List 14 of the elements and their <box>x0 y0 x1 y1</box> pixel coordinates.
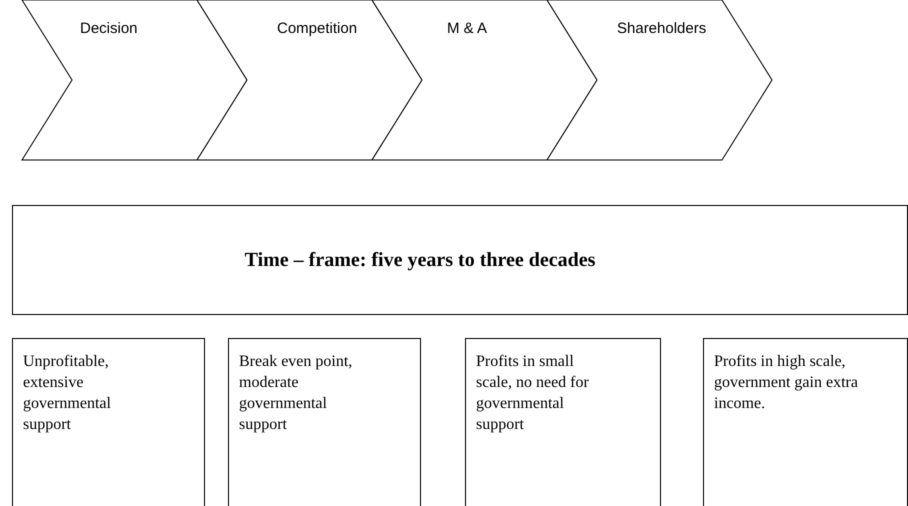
stage-description: Profits in high scale, government gain extra income. <box>714 352 859 414</box>
step-label: Shareholders <box>617 20 706 37</box>
stage-box <box>12 338 205 506</box>
stage-box <box>465 338 661 506</box>
timeframe-text: Time – frame: five years to three decades <box>244 248 596 272</box>
step-label: Competition <box>277 20 358 37</box>
stage-box <box>703 338 908 506</box>
stage-description: Profits in small scale, no need for governmental support <box>476 352 590 435</box>
stage-description: Break even point, moderate governmental support <box>239 352 354 435</box>
stage-description: Unprofitable, extensive governmental support <box>23 352 112 435</box>
timeframe-band <box>12 205 908 315</box>
step-label: M & A <box>447 20 488 37</box>
step-label: Decision <box>80 20 138 37</box>
stage-box <box>228 338 421 506</box>
